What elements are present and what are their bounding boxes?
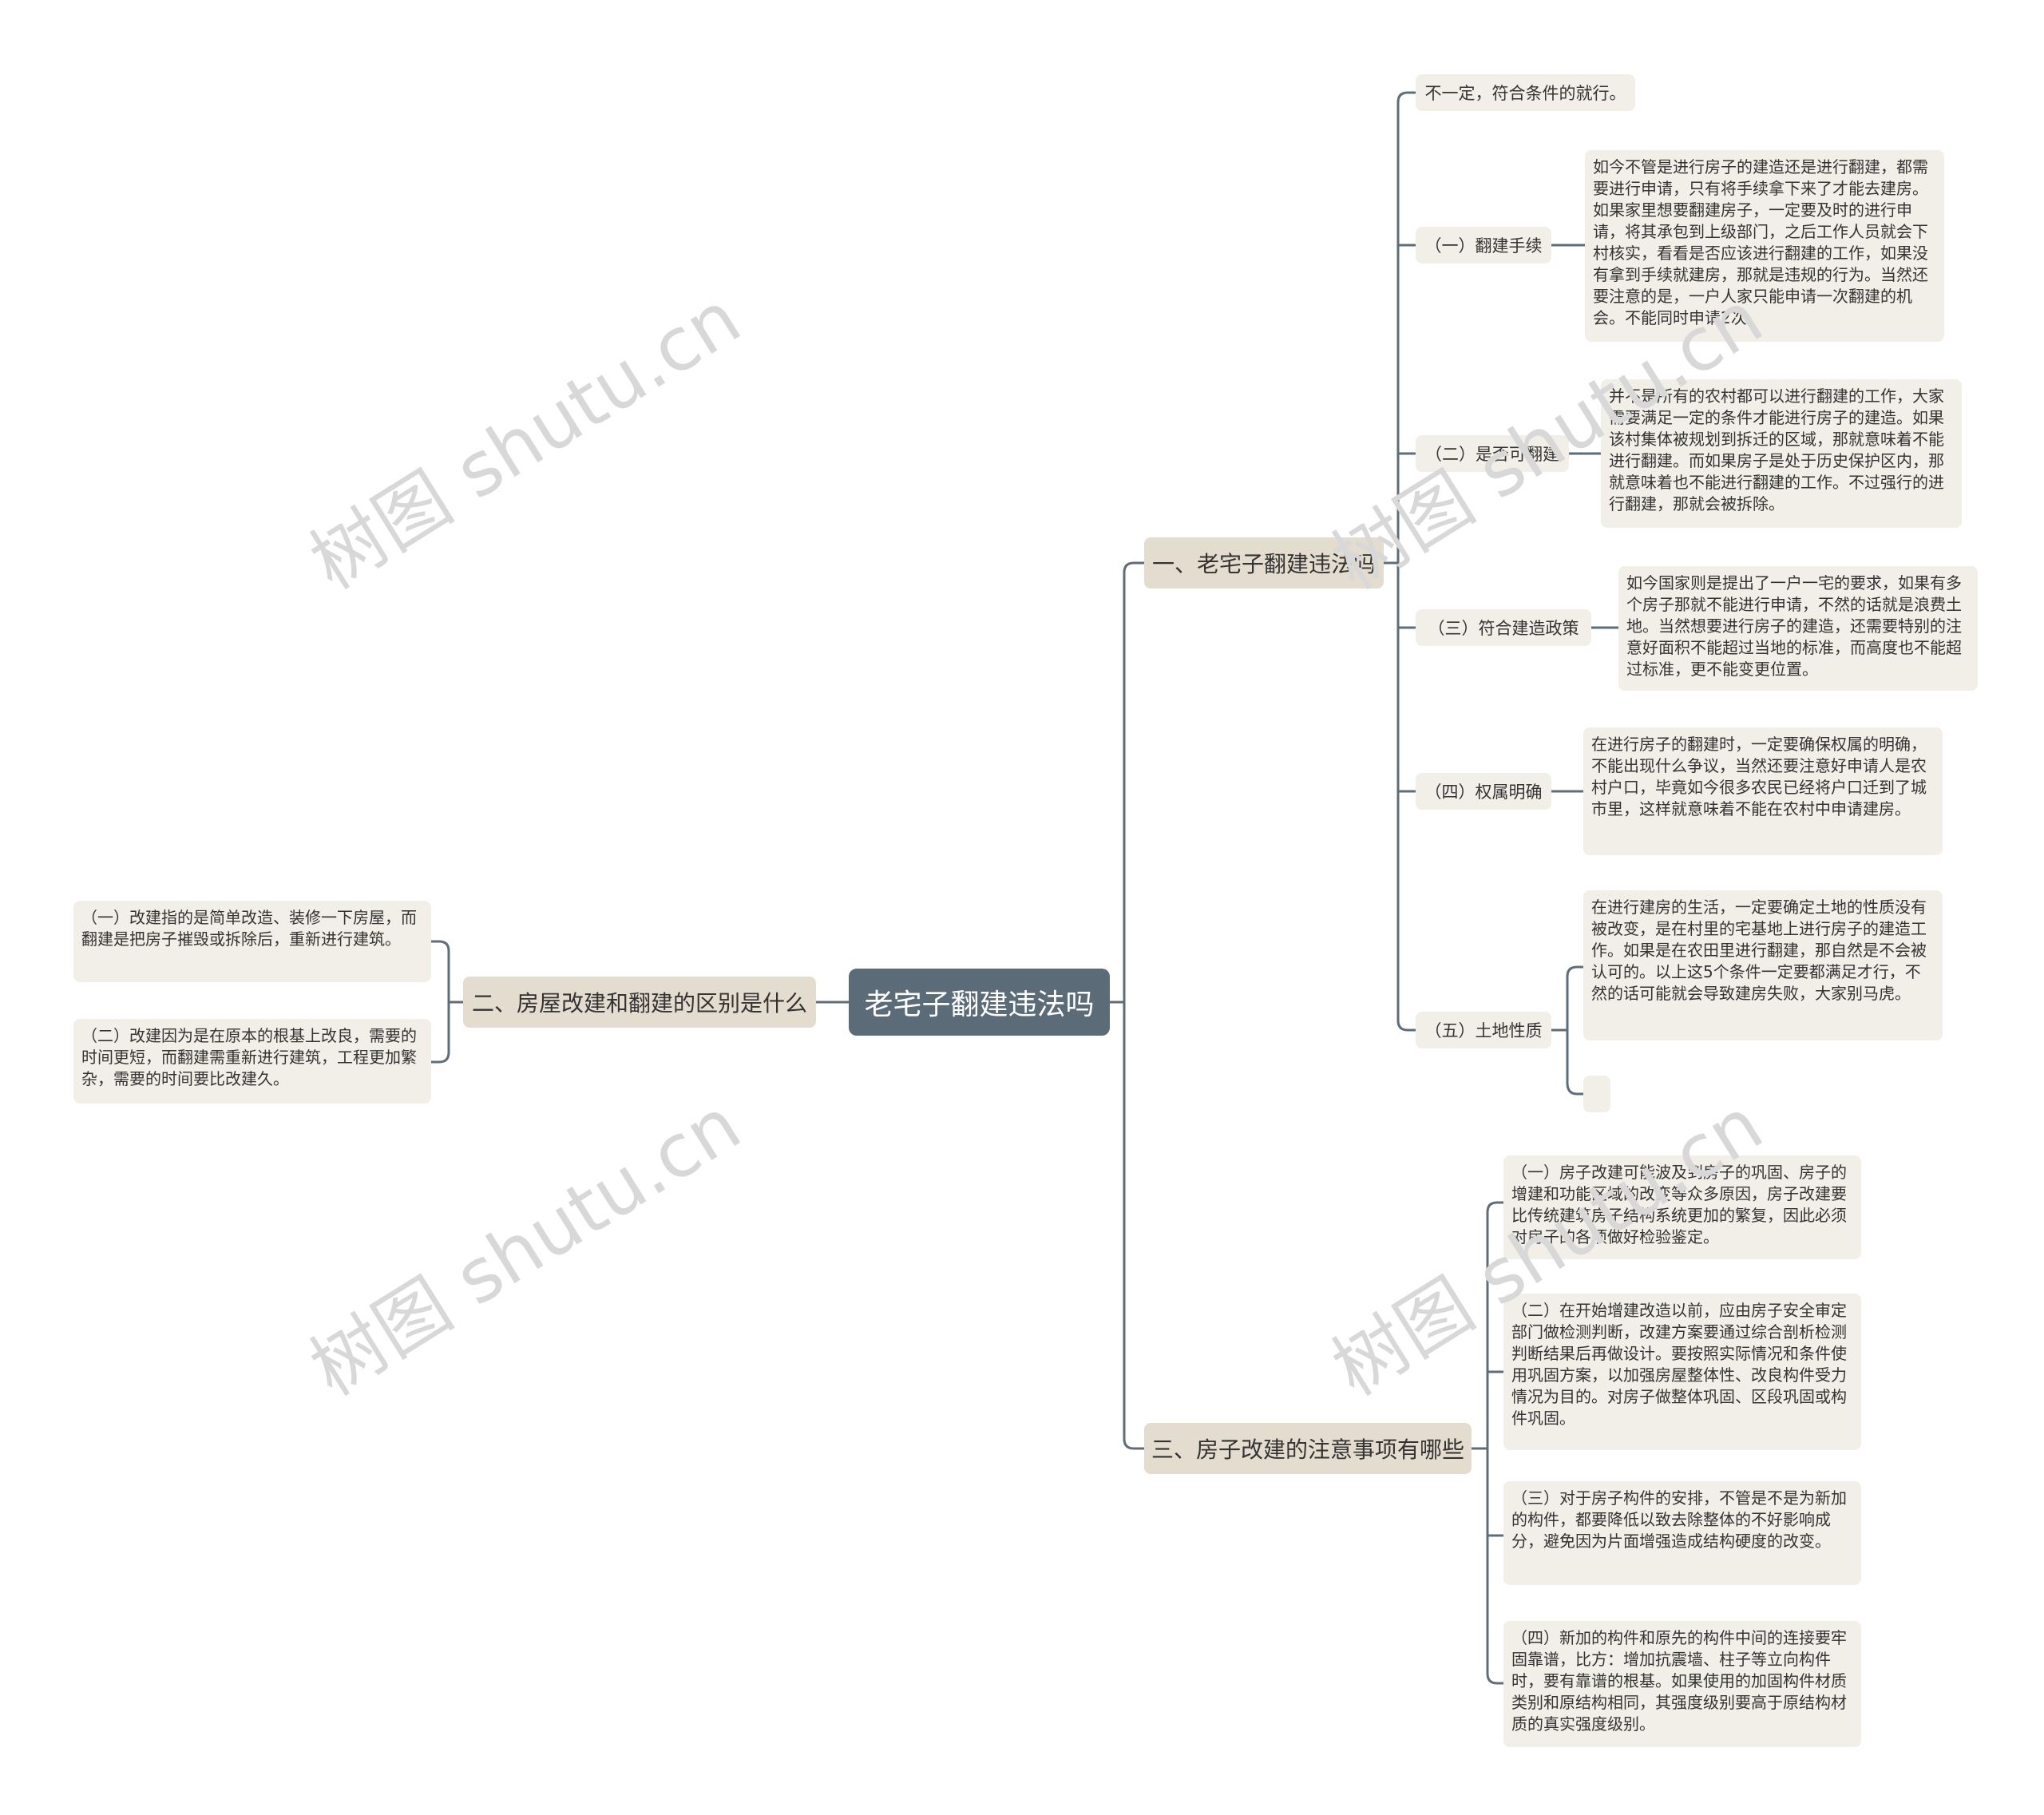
link-b1-c5	[1396, 1020, 1416, 1032]
b2-item-2[interactable]: （二）改建因为是在原本的根基上改良，需要的时间更短，而翻建需重新进行建筑，工程更…	[73, 1019, 431, 1104]
link-c5-detail	[1551, 965, 1583, 1096]
link-root-b3	[1123, 1002, 1144, 1450]
b1-item-1-label[interactable]: （一）翻建手续	[1416, 227, 1551, 264]
link-b1-answer	[1396, 91, 1416, 103]
link-b3-l4	[1486, 1673, 1503, 1685]
branch-2-topic[interactable]: 二、房屋改建和翻建的区别是什么	[463, 977, 816, 1028]
link-b3-l1	[1486, 1201, 1503, 1213]
b1-item-4-label[interactable]: （四）权属明确	[1416, 773, 1551, 810]
b3-item-1[interactable]: （一）房子改建可能波及到房子的巩固、房子的增建和功能区域的改变等众多原因，房子改…	[1503, 1155, 1861, 1259]
b1-item-3-label[interactable]: （三）符合建造政策	[1416, 609, 1591, 646]
branch-1-topic[interactable]: 一、老宅子翻建违法吗	[1144, 537, 1384, 588]
b1-item-5-empty-node[interactable]	[1583, 1076, 1610, 1112]
link-b3-trunk	[1472, 1212, 1489, 1674]
link-b2	[431, 940, 463, 1064]
link-b1-trunk	[1384, 102, 1400, 1020]
link-root-b1	[1110, 561, 1144, 1004]
branch-3-topic[interactable]: 三、房子改建的注意事项有哪些	[1144, 1423, 1472, 1474]
b1-item-5-label[interactable]: （五）土地性质	[1416, 1012, 1551, 1048]
b2-item-1[interactable]: （一）改建指的是简单改造、装修一下房屋，而翻建是把房子摧毁或拆除后，重新进行建筑…	[73, 901, 431, 982]
b1-item-4-detail[interactable]: 在进行房子的翻建时，一定要确保权属的明确，不能出现什么争议，当然还要注意好申请人…	[1583, 727, 1943, 855]
b3-item-2[interactable]: （二）在开始增建改造以前，应由房子安全审定部门做检测判断，改建方案要通过综合剖析…	[1503, 1294, 1861, 1450]
b1-item-3-detail[interactable]: 如今国家则是提出了一户一宅的要求，如果有多个房子那就不能进行申请，不然的话就是浪…	[1618, 566, 1978, 691]
b1-item-5-detail[interactable]: 在进行建房的生活，一定要确定土地的性质没有被改变，是在村里的宅基地上进行房子的建…	[1583, 890, 1943, 1040]
b1-item-2-detail[interactable]: 并不是所有的农村都可以进行翻建的工作，大家需要满足一定的条件才能进行房子的建造。…	[1601, 379, 1962, 528]
b3-item-4[interactable]: （四）新加的构件和原先的构件中间的连接要牢固靠谱，比方：增加抗震墙、柱子等立向构…	[1503, 1621, 1861, 1747]
branch-1-answer[interactable]: 不一定，符合条件的就行。	[1416, 74, 1635, 111]
root-topic[interactable]: 老宅子翻建违法吗	[849, 969, 1110, 1036]
b3-item-3[interactable]: （三）对于房子构件的安排，不管是不是为新加的构件，都要降低以致去除整体的不好影响…	[1503, 1481, 1861, 1585]
b1-item-1-detail[interactable]: 如今不管是进行房子的建造还是进行翻建，都需要进行申请，只有将手续拿下来了才能去建…	[1585, 150, 1944, 342]
b1-item-2-label[interactable]: （二）是否可翻建	[1416, 435, 1569, 472]
